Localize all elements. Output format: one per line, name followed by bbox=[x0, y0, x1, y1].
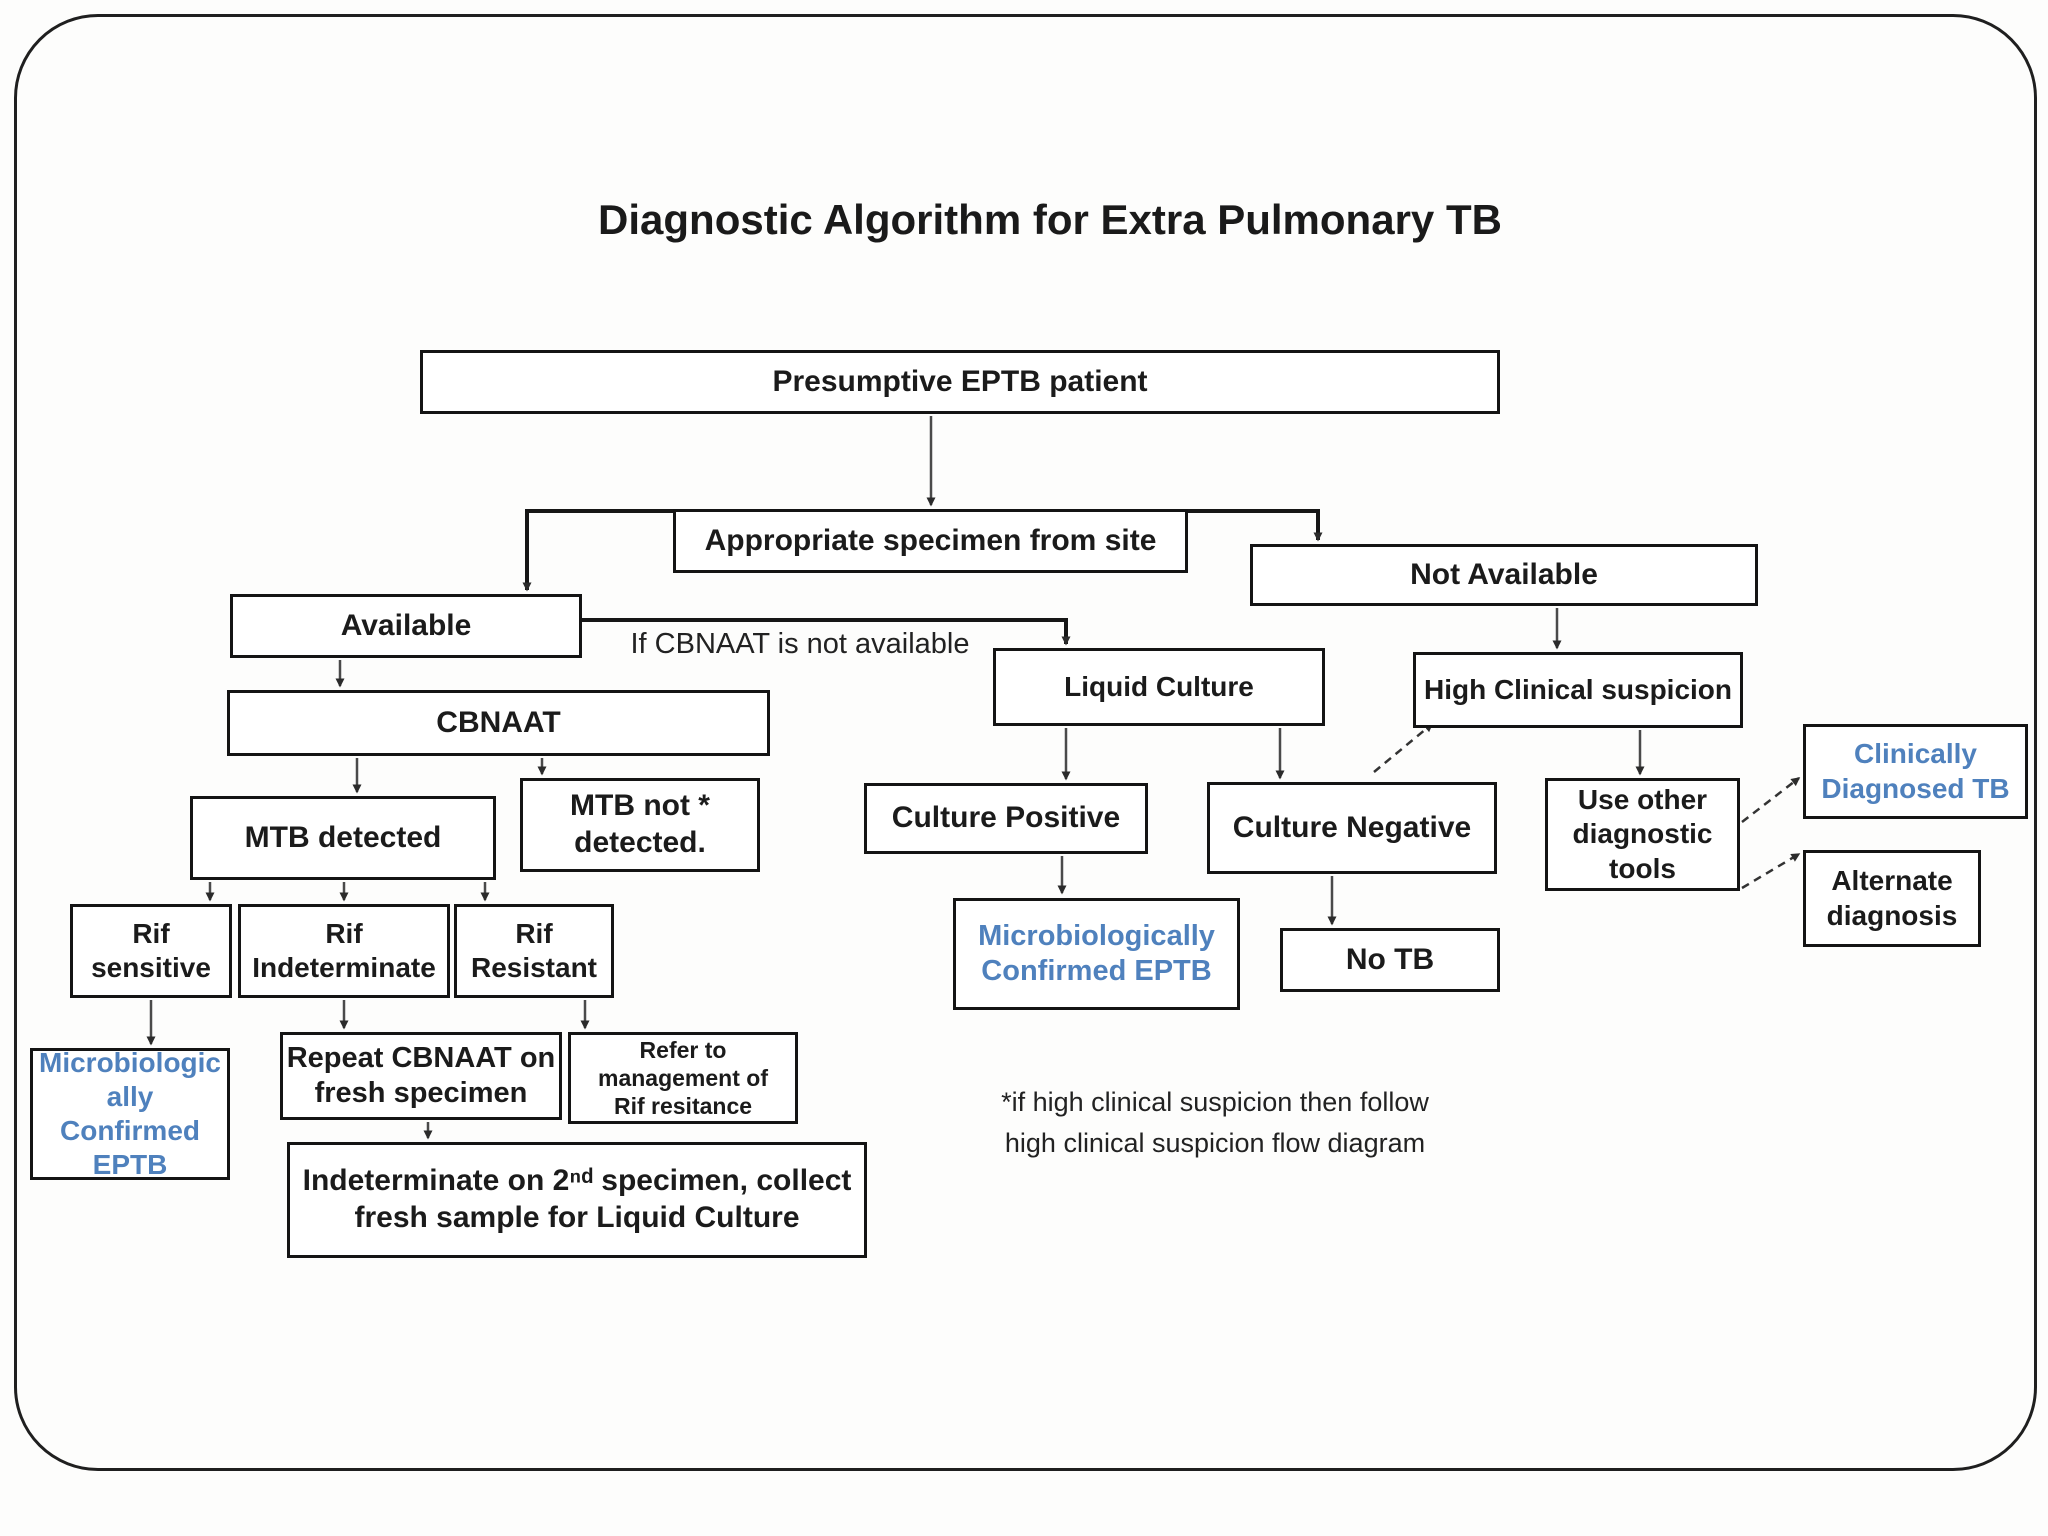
node-available: Available bbox=[230, 594, 582, 658]
node-alternate-diagnosis-line: Alternate bbox=[1831, 865, 1953, 897]
node-indeterminate-2nd-specimen-line: Indeterminate on 2ⁿᵈ specimen, collect bbox=[302, 1164, 852, 1198]
label-if-cbnaat-not-available: If CBNAAT is not available bbox=[600, 624, 1000, 666]
node-microbiologically-confirmed-eptb-left-line: ally Confirmed bbox=[60, 1080, 200, 1146]
node-culture-negative-line: Culture Negative bbox=[1232, 810, 1472, 844]
node-appropriate-specimen-from-site-line: Appropriate specimen from site bbox=[704, 523, 1157, 557]
node-microbiologically-confirmed-eptb-mid-line: Confirmed EPTB bbox=[981, 955, 1212, 987]
dashed-arrow-use-other-to-alternate bbox=[1741, 852, 1801, 890]
node-rif-resistant-line: Rif bbox=[515, 917, 553, 949]
page-title: Diagnostic Algorithm for Extra Pulmonary… bbox=[598, 196, 1502, 243]
node-no-tb-line: No TB bbox=[1345, 942, 1435, 976]
node-repeat-cbnaat-fresh-specimen-line: Repeat CBNAAT on bbox=[286, 1041, 556, 1074]
node-refer-management-rif-resistance-line: Refer to bbox=[639, 1036, 727, 1063]
node-indeterminate-2nd-specimen-line: fresh sample for Liquid Culture bbox=[354, 1201, 800, 1234]
footnote: *if high clinical suspicion then follow … bbox=[955, 1082, 1475, 1164]
node-microbiologically-confirmed-eptb-mid-line: Microbiologically bbox=[978, 919, 1215, 952]
node-culture-negative: Culture Negative bbox=[1207, 782, 1497, 874]
node-high-clinical-suspicion-line: High Clinical suspicion bbox=[1423, 673, 1733, 705]
footnote-line-1: *if high clinical suspicion then follow bbox=[1001, 1087, 1429, 1117]
node-mtb-not-detected-line: detected. bbox=[574, 826, 706, 859]
node-liquid-culture-line: Liquid Culture bbox=[1064, 670, 1254, 702]
node-cbnaat-line: CBNAAT bbox=[436, 705, 561, 739]
dashed-arrow-culture-negative-to-high-clinical bbox=[1373, 723, 1434, 773]
node-liquid-culture: Liquid Culture bbox=[993, 648, 1325, 726]
node-alternate-diagnosis-line: diagnosis bbox=[1826, 899, 1958, 931]
node-high-clinical-suspicion: High Clinical suspicion bbox=[1413, 652, 1743, 728]
node-culture-positive-line: Culture Positive bbox=[891, 801, 1121, 835]
node-not-available-line: Not Available bbox=[1410, 557, 1598, 591]
dashed-arrow-use-other-to-clinically-diagnosed bbox=[1741, 777, 1801, 823]
node-use-other-diagnostic-tools-line: Use other bbox=[1577, 784, 1708, 816]
node-mtb-detected: MTB detected bbox=[190, 796, 496, 880]
node-mtb-not-detected-line: MTB not * bbox=[570, 789, 710, 823]
node-use-other-diagnostic-tools-line: diagnostic bbox=[1572, 818, 1713, 850]
node-presumptive-eptb-patient: Presumptive EPTB patient bbox=[420, 350, 1500, 414]
node-culture-positive: Culture Positive bbox=[864, 783, 1148, 854]
node-appropriate-specimen-from-site: Appropriate specimen from site bbox=[673, 509, 1188, 573]
node-refer-management-rif-resistance-line: management of bbox=[598, 1064, 768, 1091]
node-use-other-diagnostic-tools-line: tools bbox=[1609, 852, 1676, 884]
node-if-cbnaat-not-available-line: If CBNAAT is not available bbox=[630, 628, 970, 661]
node-repeat-cbnaat-fresh-specimen-line: fresh specimen bbox=[314, 1077, 528, 1109]
node-microbiologically-confirmed-eptb-left-line: EPTB bbox=[92, 1149, 168, 1181]
node-available-line: Available bbox=[340, 608, 472, 642]
node-refer-management-rif-resistance-line: Rif resitance bbox=[613, 1093, 753, 1120]
node-mtb-detected-line: MTB detected bbox=[244, 820, 442, 854]
node-no-tb: No TB bbox=[1280, 928, 1500, 992]
footnote-line-2: high clinical suspicion flow diagram bbox=[1004, 1128, 1426, 1158]
node-rif-indeterminate-line: Indeterminate bbox=[252, 952, 436, 983]
node-rif-sensitive-line: Rif bbox=[132, 917, 170, 949]
node-not-available: Not Available bbox=[1250, 544, 1758, 606]
node-clinically-diagnosed-tb-line: Clinically bbox=[1854, 738, 1977, 770]
elbow-specimen-to-available bbox=[522, 509, 673, 592]
node-rif-indeterminate-line: Rif bbox=[325, 917, 363, 949]
node-microbiologically-confirmed-eptb-left-line: Microbiologic bbox=[39, 1046, 221, 1078]
elbow-specimen-to-not-available bbox=[1188, 509, 1323, 542]
node-presumptive-eptb-patient-line: Presumptive EPTB patient bbox=[772, 364, 1148, 398]
node-clinically-diagnosed-tb-line: Diagnosed TB bbox=[1821, 772, 2010, 804]
node-rif-sensitive-line: sensitive bbox=[91, 952, 211, 983]
node-rif-resistant-line: Resistant bbox=[470, 952, 598, 983]
node-cbnaat: CBNAAT bbox=[227, 690, 770, 756]
node-mtb-not-detected: MTB not *detected. bbox=[520, 778, 760, 872]
